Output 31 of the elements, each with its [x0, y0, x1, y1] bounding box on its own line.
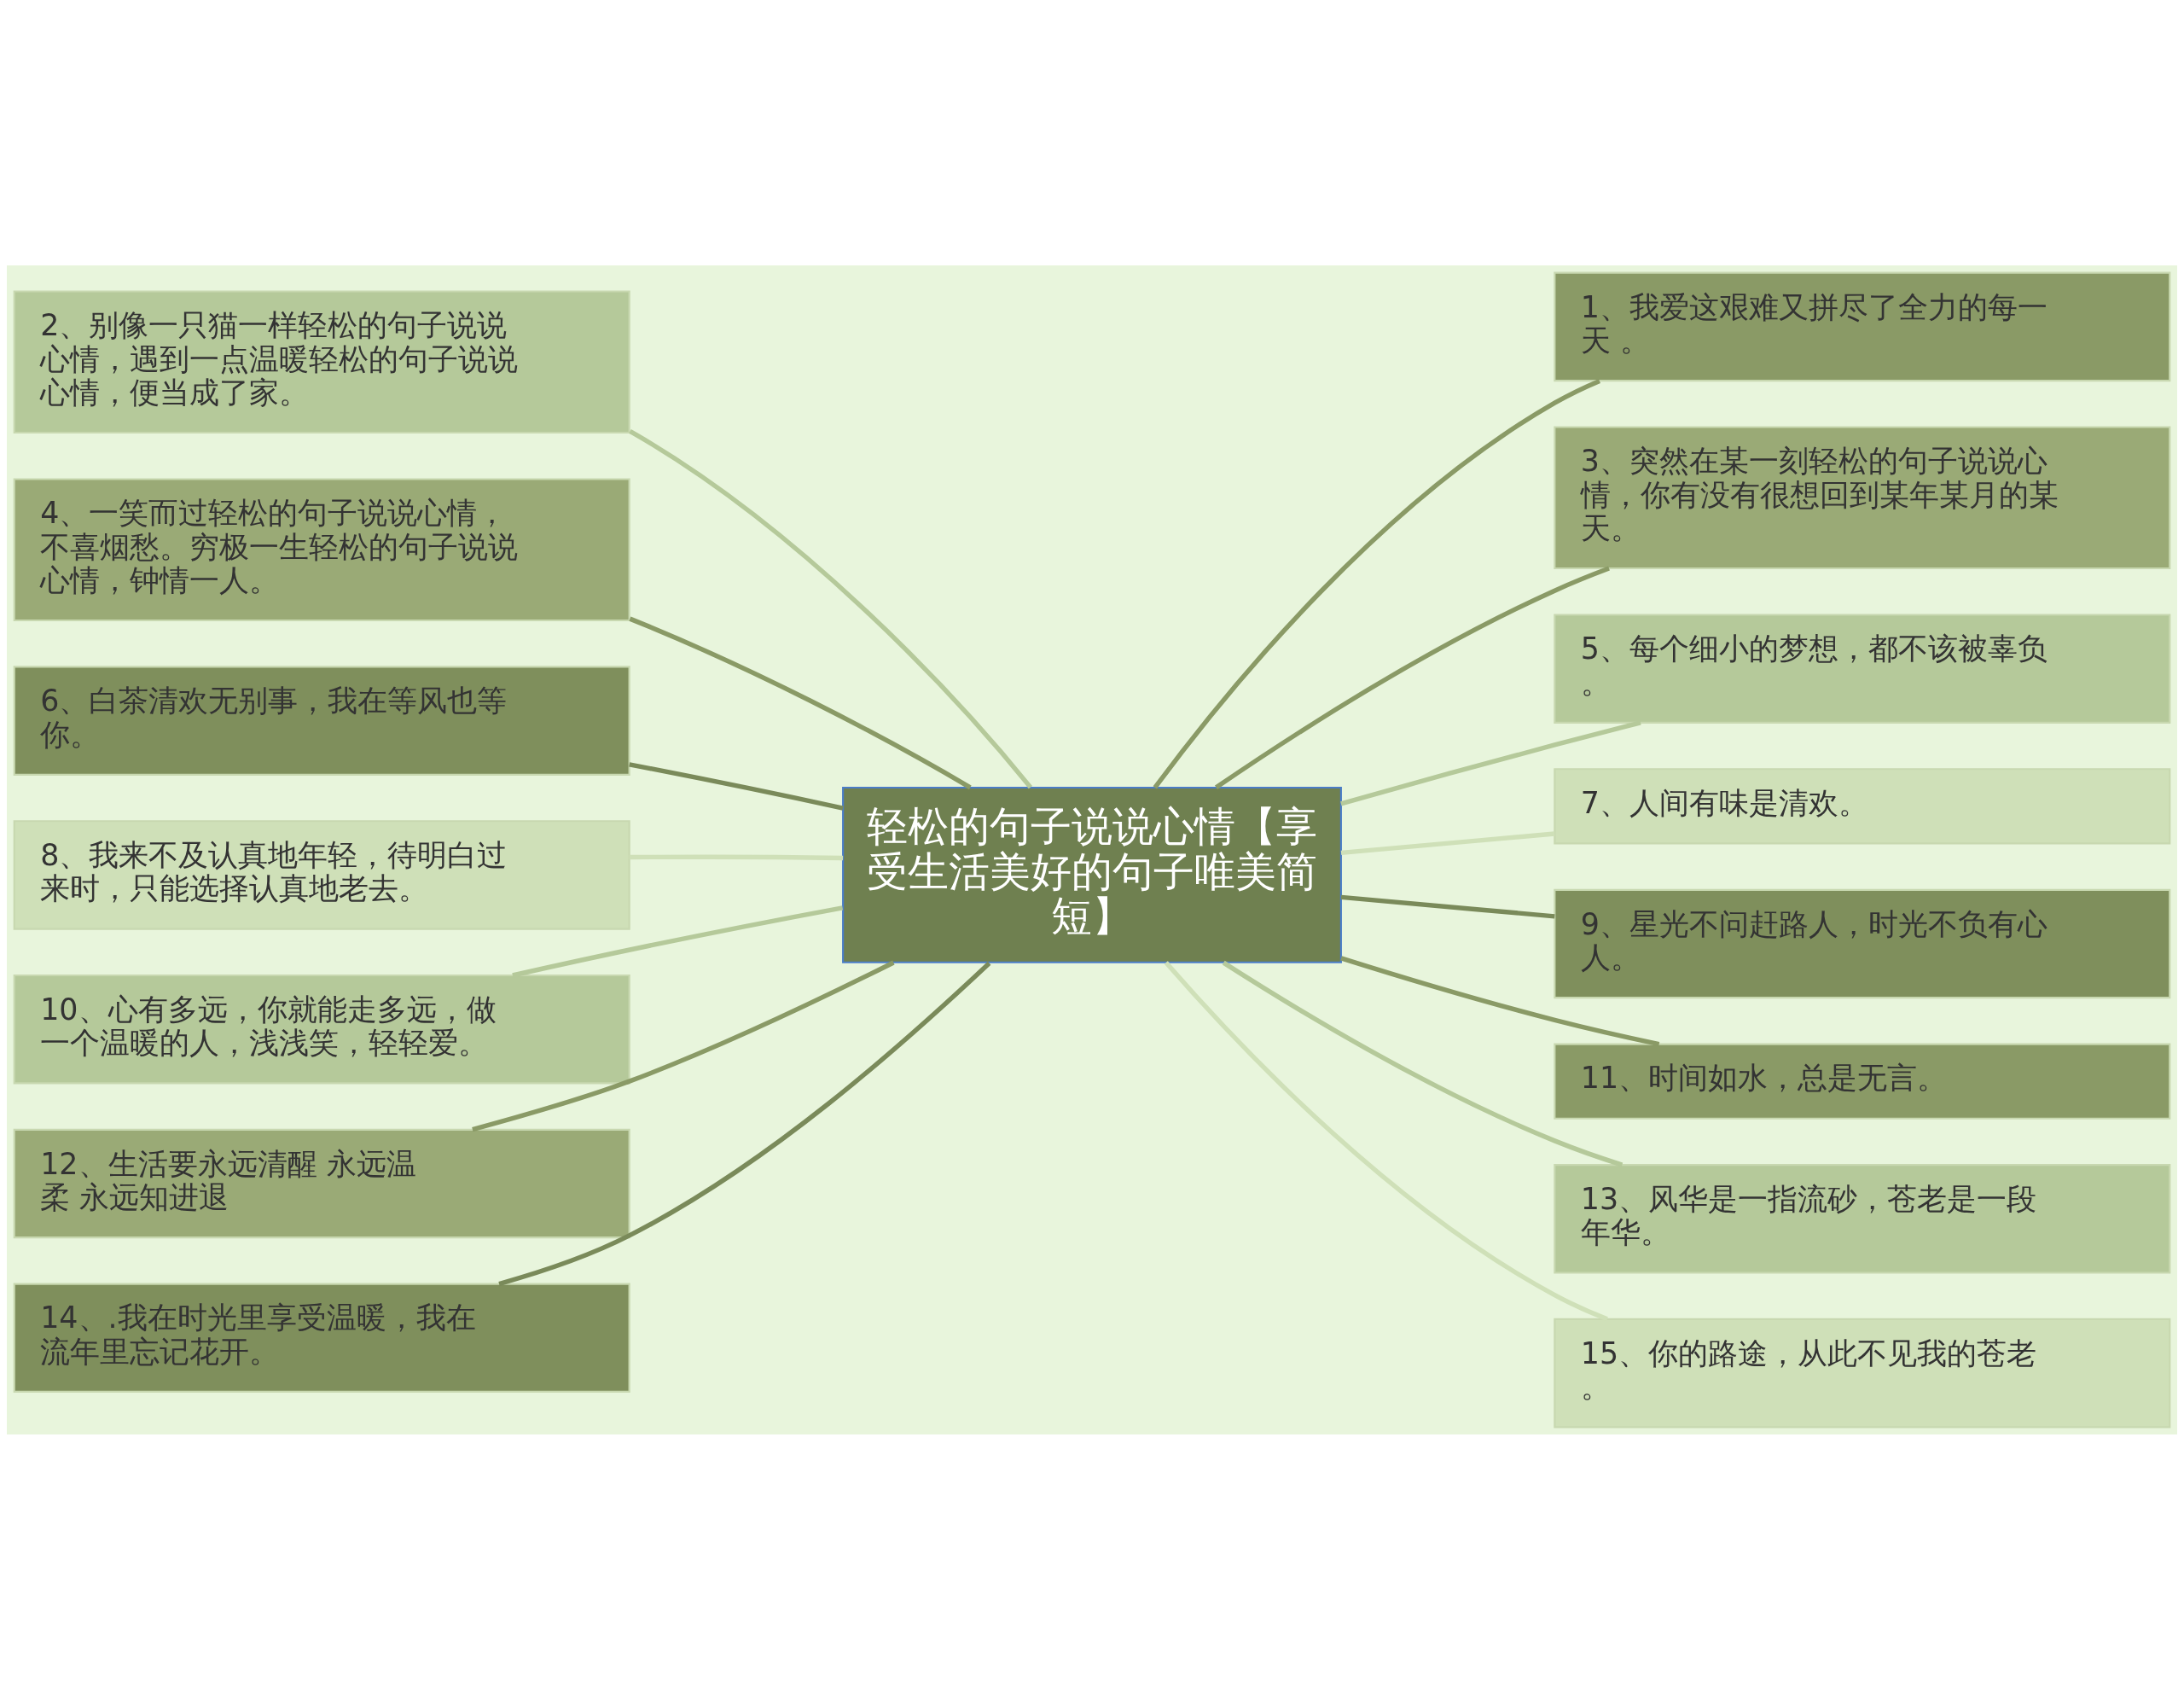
node-box: 12、生活要永远清醒 永远温柔 永远知进退	[13, 1128, 630, 1238]
node-box: 11、时间如水，总是无言。	[1554, 1043, 2171, 1120]
connector	[1340, 719, 1641, 806]
node-box: 7、人间有味是清欢。	[1554, 767, 2171, 844]
connector	[1164, 960, 1608, 1321]
connector	[1215, 566, 1610, 789]
node-box: 轻松的句子说说心情【享受生活美好的句子唯美简短】	[842, 786, 1342, 963]
connector	[512, 905, 844, 978]
node-box: 14、.我在时光里享受温暖，我在流年里忘记花开。	[13, 1283, 630, 1393]
connector	[1340, 894, 1555, 919]
node-box: 3、突然在某一刻轻松的句子说说心情，你有没有很想回到某年某月的某天。	[1554, 425, 2171, 569]
connector	[472, 960, 895, 1132]
connector	[498, 961, 991, 1286]
node-box: 8、我来不及认真地年轻，待明白过来时，只能选择认真地老去。	[13, 819, 630, 930]
node-box: 13、风华是一指流砂，苍老是一段年华。	[1554, 1163, 2171, 1274]
node-box: 2、别像一只猫一样轻松的句子说说心情，遇到一点温暖轻松的句子说说心情，便当成了家。	[13, 289, 630, 433]
node-box: 4、一笑而过轻松的句子说说心情，不喜烟愁。穷极一生轻松的句子说说心情，钟情一人。	[13, 477, 630, 621]
node-box: 5、每个细小的梦想，都不该被辜负。	[1554, 613, 2171, 724]
node-box: 6、白茶清欢无别事，我在等风也等你。	[13, 665, 630, 776]
connector	[629, 616, 972, 789]
connector	[1340, 955, 1660, 1046]
connector	[629, 428, 1032, 788]
node-box: 9、星光不问赶路人，时光不负有心人。	[1554, 888, 2171, 998]
connector	[629, 761, 844, 811]
connector	[1340, 830, 1555, 855]
connector	[1222, 960, 1623, 1167]
connector	[1153, 378, 1601, 789]
node-box: 1、我爱这艰难又拼尽了全力的每一天 。	[1554, 271, 2171, 381]
node-box: 10、心有多远，你就能走多远，做一个温暖的人，浅浅笑，轻轻爱。	[13, 974, 630, 1084]
connector	[629, 853, 844, 860]
node-box: 15、你的路途，从此不见我的苍老。	[1554, 1318, 2171, 1428]
